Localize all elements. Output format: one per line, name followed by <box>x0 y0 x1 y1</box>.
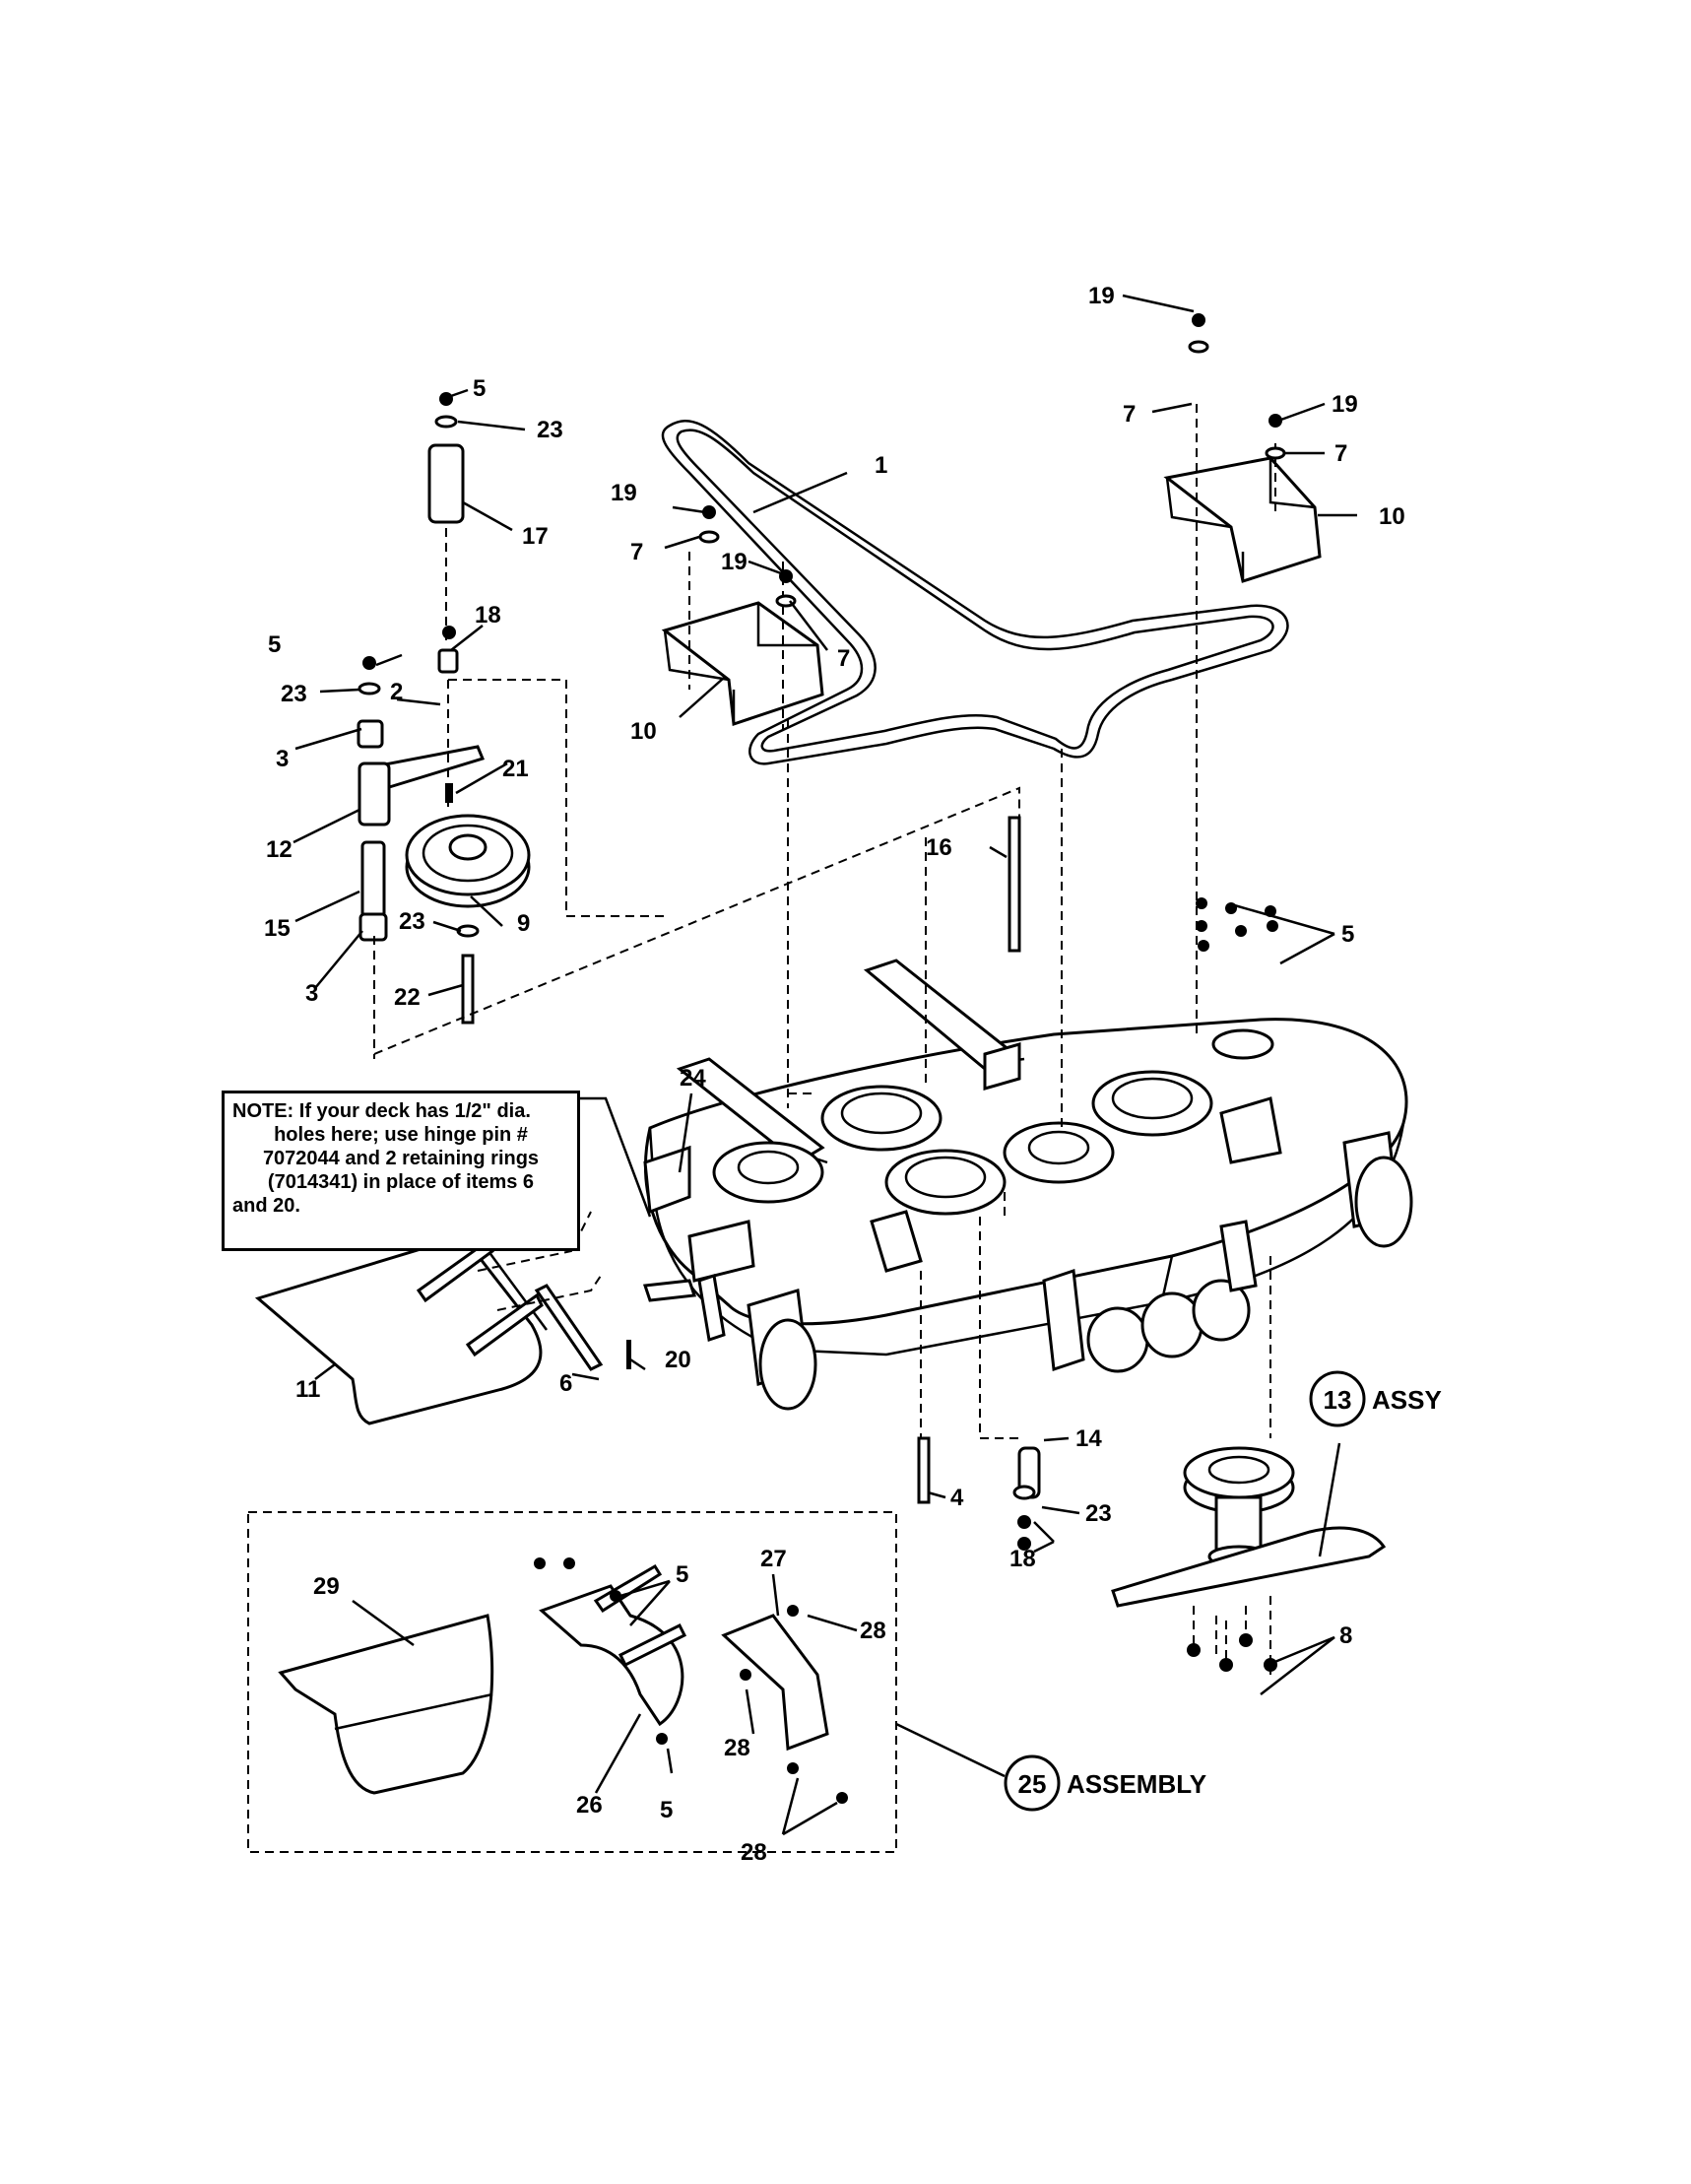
callout-1: 1 <box>875 452 887 479</box>
callout-18: 18 <box>475 602 501 629</box>
callout-6: 6 <box>559 1370 572 1397</box>
callout-12: 12 <box>266 836 293 863</box>
callout-7: 7 <box>1123 401 1136 428</box>
callout-27: 27 <box>760 1546 787 1572</box>
assembly-guide-lines <box>373 404 1276 1675</box>
callout-10: 10 <box>630 718 657 745</box>
belt-cover-right <box>1163 456 1322 583</box>
assembly-13-label: ASSY <box>1372 1385 1442 1415</box>
callout-28: 28 <box>860 1618 886 1644</box>
assembly-13-number: 13 <box>1324 1385 1352 1415</box>
drive-belt <box>661 420 1289 765</box>
callout-7: 7 <box>837 645 850 672</box>
callout-19: 19 <box>1332 391 1358 418</box>
callout-28: 28 <box>724 1735 750 1761</box>
chute-assembly-box <box>247 1511 897 1853</box>
callout-7: 7 <box>1334 440 1347 467</box>
callout-22: 22 <box>394 984 421 1011</box>
callout-17: 17 <box>522 523 549 550</box>
callout-3: 3 <box>276 746 289 772</box>
callout-23: 23 <box>281 681 307 707</box>
deck-hardware <box>698 313 1286 1551</box>
callout-26: 26 <box>576 1792 603 1819</box>
note-line: holes here; use hinge pin # <box>274 1124 528 1146</box>
callout-9: 9 <box>517 910 530 937</box>
idler-pulley <box>405 814 531 1025</box>
callout-8: 8 <box>1339 1622 1352 1649</box>
idler-hardware-stack <box>357 392 486 1059</box>
callout-5: 5 <box>660 1797 673 1823</box>
callout-23: 23 <box>399 908 425 935</box>
callout-18: 18 <box>1009 1546 1036 1572</box>
callout-24: 24 <box>680 1065 706 1092</box>
callout-23: 23 <box>1085 1500 1112 1527</box>
blade-spindle-assembly <box>1111 1446 1387 1672</box>
callout-14: 14 <box>1075 1425 1102 1452</box>
callout-labels: 5 23 17 18 5 23 2 3 21 12 15 23 9 3 22 1… <box>264 283 1405 1866</box>
callout-2: 2 <box>390 679 403 705</box>
callout-5: 5 <box>268 631 281 658</box>
callout-16: 16 <box>926 834 952 861</box>
note-line: (7014341) in place of items 6 <box>267 1171 535 1193</box>
assembly-13-callout: 13 ASSY <box>1309 1370 1442 1427</box>
note-line: and 20. <box>232 1195 300 1217</box>
callout-29: 29 <box>313 1573 340 1600</box>
callout-21: 21 <box>502 756 529 782</box>
note-line: NOTE: If your deck has 1/2" dia. <box>232 1100 531 1122</box>
callout-10: 10 <box>1379 503 1405 530</box>
assembly-25-label: ASSEMBLY <box>1067 1769 1206 1799</box>
note-line: 7072044 and 2 retaining rings <box>262 1148 540 1169</box>
hinge-pin-note: NOTE: If your deck has 1/2" dia. holes h… <box>222 1091 580 1251</box>
callout-28: 28 <box>741 1839 767 1866</box>
callout-3: 3 <box>305 980 318 1007</box>
assembly-25-callout: 25 ASSEMBLY <box>1004 1754 1206 1812</box>
callout-19: 19 <box>721 549 748 575</box>
callout-5: 5 <box>1341 921 1354 948</box>
callout-19: 19 <box>611 480 637 506</box>
callout-7: 7 <box>630 539 643 565</box>
callout-5: 5 <box>473 375 486 402</box>
deck-housing <box>642 959 1413 1411</box>
callout-23: 23 <box>537 417 563 443</box>
assembly-25-number: 25 <box>1018 1769 1047 1799</box>
callout-11: 11 <box>295 1376 320 1403</box>
callout-20: 20 <box>665 1347 691 1373</box>
callout-15: 15 <box>264 915 291 942</box>
callout-5: 5 <box>676 1561 688 1588</box>
callout-4: 4 <box>950 1485 964 1511</box>
leader-lines <box>293 294 1357 1836</box>
discharge-chute <box>254 1211 631 1425</box>
callout-19: 19 <box>1088 283 1115 309</box>
belt-cover-left <box>661 601 824 727</box>
